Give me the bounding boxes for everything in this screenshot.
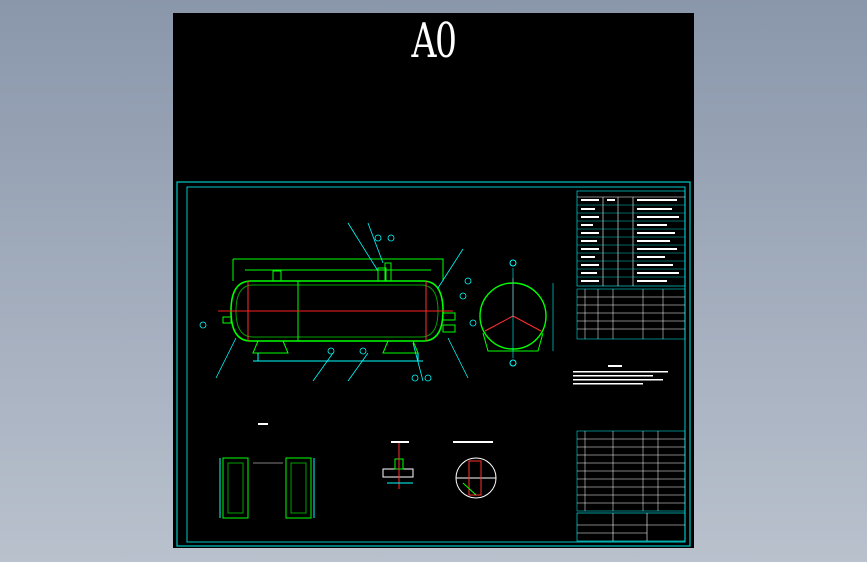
detail-labels bbox=[258, 423, 493, 443]
saddle-detail bbox=[219, 457, 315, 519]
vessel-side-view bbox=[222, 258, 456, 362]
engineering-drawing bbox=[176, 181, 691, 547]
technical-data-table bbox=[576, 190, 686, 287]
title-block bbox=[576, 512, 686, 542]
table-rows bbox=[577, 204, 685, 278]
sheet-size-label: A0 bbox=[411, 13, 457, 69]
drawing-canvas: A0 bbox=[173, 13, 694, 548]
nozzle-table bbox=[576, 288, 686, 340]
inner-frame bbox=[186, 186, 686, 543]
table-text-marks bbox=[581, 199, 679, 282]
parts-list-table bbox=[576, 430, 686, 512]
vessel-end-view bbox=[479, 259, 554, 367]
weld-detail-2 bbox=[455, 457, 497, 499]
technical-notes bbox=[573, 365, 668, 385]
outer-frame bbox=[176, 181, 691, 547]
weld-detail-1 bbox=[382, 443, 414, 489]
leader-lines bbox=[199, 222, 477, 382]
